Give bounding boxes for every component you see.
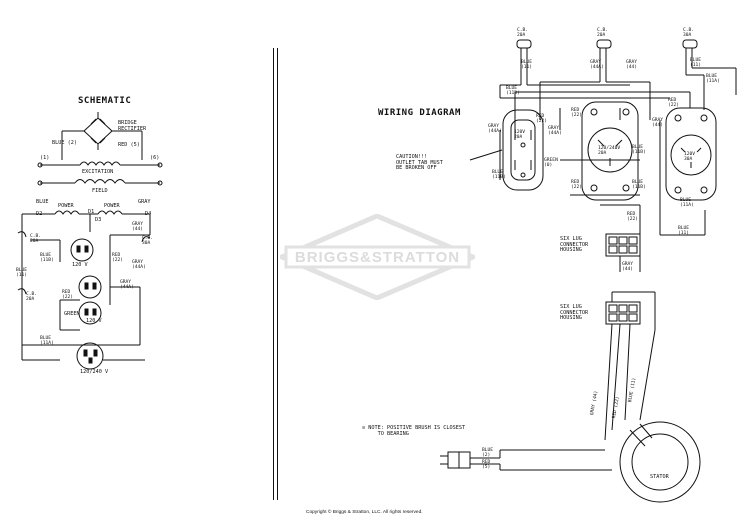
schematic-title: SCHEMATIC: [78, 96, 132, 106]
power-left-label: POWER: [58, 203, 74, 209]
excitation-coil: [37, 161, 163, 168]
schematic-outlets: [22, 234, 150, 370]
wiring-blue-11-c: BLUE (11): [678, 226, 690, 236]
schematic-green: GREEN: [64, 311, 80, 317]
wiring-blue-11b-c: BLUE (11B): [632, 145, 646, 155]
schematic-cb-30a: C.B. 30A: [142, 236, 154, 246]
wiring-breakers: [516, 39, 737, 95]
wiring-gray-44a-c: GRAY (44A): [548, 126, 562, 136]
panel-divider: [273, 48, 278, 500]
schematic-gray-44a: GRAY (44A): [132, 260, 146, 270]
schematic-label-6: (6): [150, 155, 160, 161]
brush-blue-2: BLUE (2): [482, 448, 494, 458]
schematic-v120-240: 120/240 V: [80, 369, 109, 375]
schematic-v120: 120 V: [72, 262, 88, 268]
wiring-blue-11a-a: BLUE (11A): [706, 74, 720, 84]
wiring-red-22-d: RED (22): [571, 180, 583, 190]
outlet-120-240v-20a: [581, 101, 639, 201]
schematic-red-5: RED (5): [118, 142, 140, 148]
wiring-blue-11-a: BLUE (11): [521, 60, 533, 70]
power-right-label: POWER: [104, 203, 120, 209]
schematic-red-22-2: RED (22): [62, 290, 74, 300]
watermark-logo: BRIGGS&STRATTON: [280, 214, 475, 300]
schematic-breakers: [17, 231, 151, 295]
wiring-blue-11-b: BLUE (11): [690, 58, 702, 68]
wiring-red-22-a: RED (22): [536, 114, 548, 124]
wiring-gray-44-b: GRAY (44): [652, 118, 664, 128]
d3-label: D3: [95, 217, 102, 223]
power-coils: [21, 210, 151, 360]
outlet-120v-30a-label: 120V 30A: [684, 152, 696, 162]
schematic-red-22: RED (22): [112, 253, 124, 263]
six-lug-connector-2: [604, 291, 656, 441]
field-label: FIELD: [92, 188, 108, 194]
wiring-blue-11a-b: BLUE (11A): [680, 198, 694, 208]
schematic-blue-11: BLUE (11): [16, 268, 28, 278]
schematic-gray-top: GRAY: [138, 199, 151, 205]
brush-red-5: RED (5): [482, 460, 491, 470]
wiring-red-22-c: RED (22): [571, 108, 583, 118]
six-lug-connector-1: [605, 233, 641, 272]
d4-label: D4: [145, 211, 152, 217]
brush-assembly: [440, 449, 612, 471]
schematic-blue-top: BLUE: [36, 199, 49, 205]
schematic-blue-11b: BLUE (11B): [40, 253, 54, 263]
outlet-120v-20a: [502, 109, 544, 191]
six-lug-label-2: SIX LUG CONNECTOR HOUSING: [560, 304, 589, 322]
excitation-label: EXCITATION: [82, 169, 114, 175]
wiring-gray-44-c: GRAY (44): [622, 262, 634, 272]
wiring-cb-1: C.B. 20A: [517, 28, 529, 38]
wiring-harness: [499, 74, 706, 272]
wiring-blue-11b-d: BLUE (11B): [632, 180, 646, 190]
wiring-blue-11b-b: BLUE (11B): [492, 170, 506, 180]
d2-label: D2: [36, 211, 43, 217]
wiring-title: WIRING DIAGRAM: [378, 108, 461, 118]
schematic-v120-2: 120 V: [86, 318, 102, 324]
six-lug-label-1: SIX LUG CONNECTOR HOUSING: [560, 236, 589, 254]
stator-label: STATOR: [650, 474, 669, 480]
outlet-120v-20a-label: 120V 20A: [514, 130, 526, 140]
wiring-red-22-e: RED (22): [627, 212, 639, 222]
schematic-blue-2: BLUE (2): [52, 140, 77, 146]
wiring-gray-44a-b: GRAY (44A): [488, 124, 502, 134]
wiring-cb-2: C.B. 20A: [597, 28, 609, 38]
copyright-text: Copyright © Briggs & Stratton, LLC. All …: [306, 510, 423, 515]
wiring-blue-11b-a: BLUE (11B): [506, 86, 520, 96]
schematic-cb-20a: C.B. 20A: [30, 234, 42, 244]
schematic-gray-44: GRAY (44): [132, 222, 144, 232]
stator: [619, 421, 701, 503]
schematic-blue-11a: BLUE (11A): [40, 336, 54, 346]
positive-brush-note: ≡ NOTE: POSITIVE BRUSH IS CLOSEST TO BEA…: [362, 425, 466, 437]
wiring-red-22-b: RED (22): [668, 98, 680, 108]
wiring-gray-44-a: GRAY (44): [626, 60, 638, 70]
wiring-green-0: GREEN (0): [544, 158, 558, 168]
outlet-120v-30a: [665, 107, 717, 201]
schematic-gray-44a-2: GRAY (44A): [120, 280, 134, 290]
wiring-gray-44a-a: GRAY (44A): [590, 60, 604, 70]
schematic-cb-20a-left: C.B. 20A: [26, 292, 38, 302]
bridge-rectifier: [61, 112, 143, 160]
field-coil: [37, 179, 163, 186]
bridge-rectifier-label: BRIDGE RECTIFIER: [118, 120, 147, 132]
schematic-label-1: (1): [40, 155, 50, 161]
caution-arrow: [469, 149, 503, 161]
wiring-cb-3: C.B. 30A: [683, 28, 695, 38]
outlet-120-240v-20a-label: 120/240V 20A: [598, 146, 621, 156]
watermark-text: BRIGGS&STRATTON: [294, 249, 461, 266]
d1-label: D1: [88, 209, 95, 215]
caution-label: CAUTION!!! OUTLET TAB MUST BE BROKEN OFF: [396, 154, 443, 172]
